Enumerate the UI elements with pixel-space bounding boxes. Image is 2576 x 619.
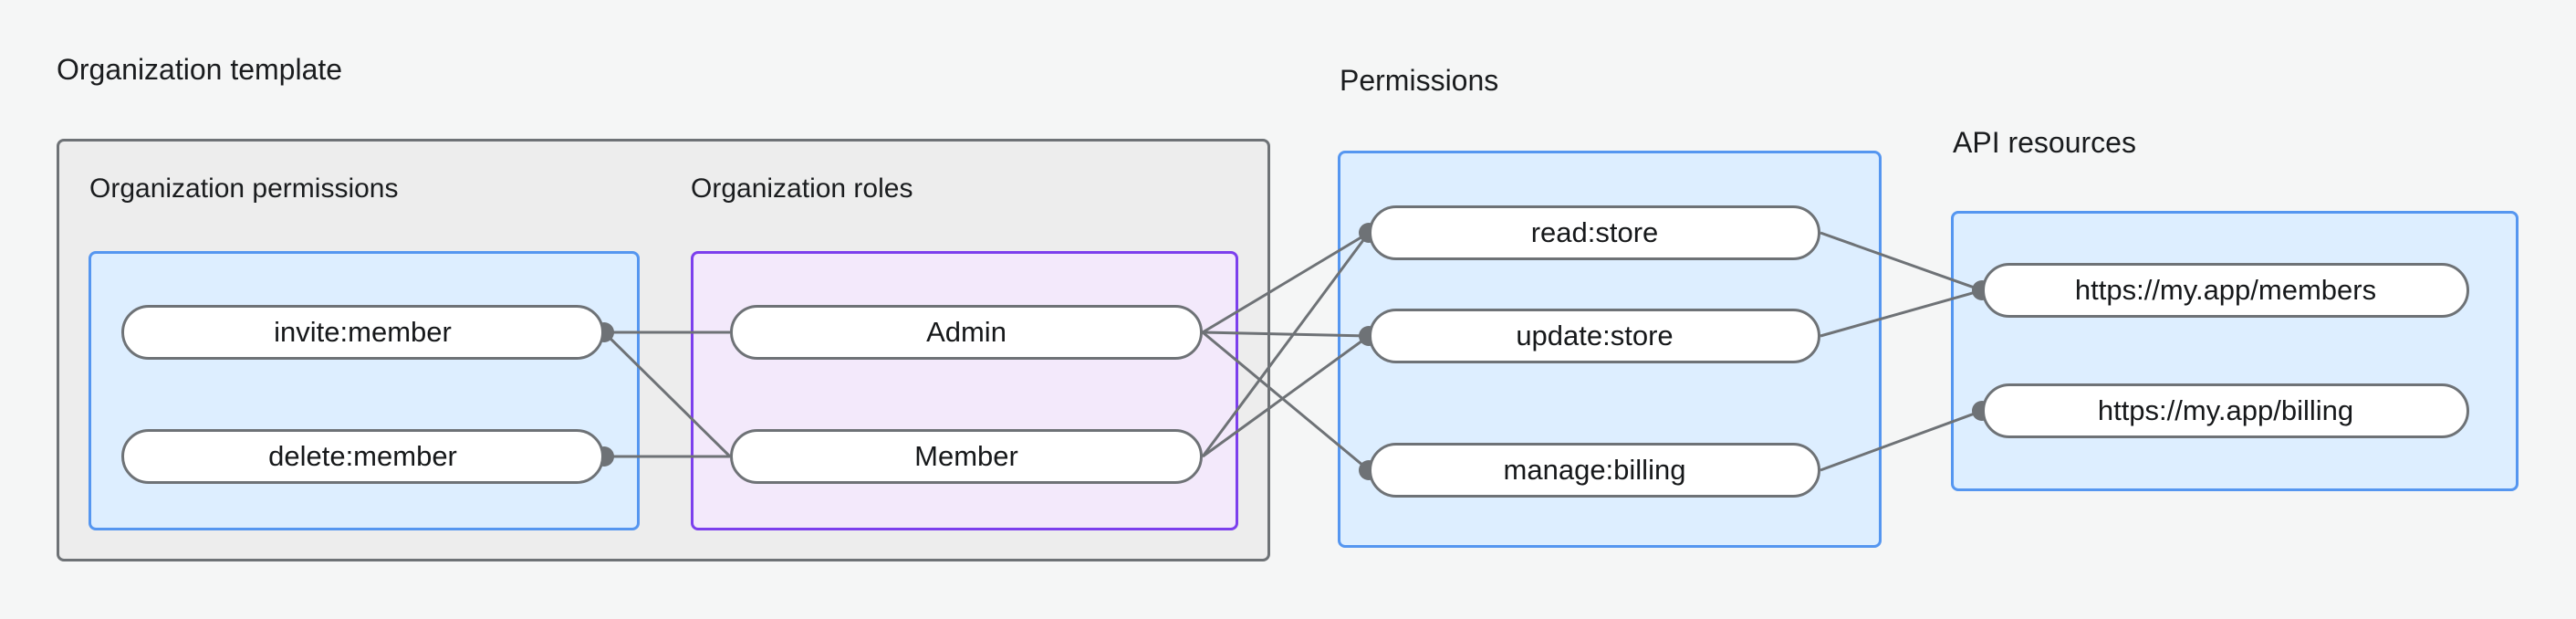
node-invite-member[interactable]: invite:member <box>121 305 604 360</box>
node-admin[interactable]: Admin <box>730 305 1203 360</box>
node-manage-billing[interactable]: manage:billing <box>1369 443 1820 498</box>
section-label-organization-roles: Organization roles <box>691 173 913 204</box>
node-billing-url[interactable]: https://my.app/billing <box>1982 383 2469 438</box>
node-read-store[interactable]: read:store <box>1369 205 1820 260</box>
container-organization-permissions <box>89 251 640 530</box>
section-label-organization-permissions: Organization permissions <box>89 173 399 204</box>
node-members-url[interactable]: https://my.app/members <box>1982 263 2469 318</box>
container-organization-roles <box>691 251 1238 530</box>
node-delete-member[interactable]: delete:member <box>121 429 604 484</box>
group-label-api-resources: API resources <box>1953 126 2136 159</box>
group-label-organization-template: Organization template <box>57 53 343 86</box>
node-update-store[interactable]: update:store <box>1369 309 1820 363</box>
group-label-permissions: Permissions <box>1340 64 1499 97</box>
node-member[interactable]: Member <box>730 429 1203 484</box>
container-api-resources <box>1951 211 2519 491</box>
